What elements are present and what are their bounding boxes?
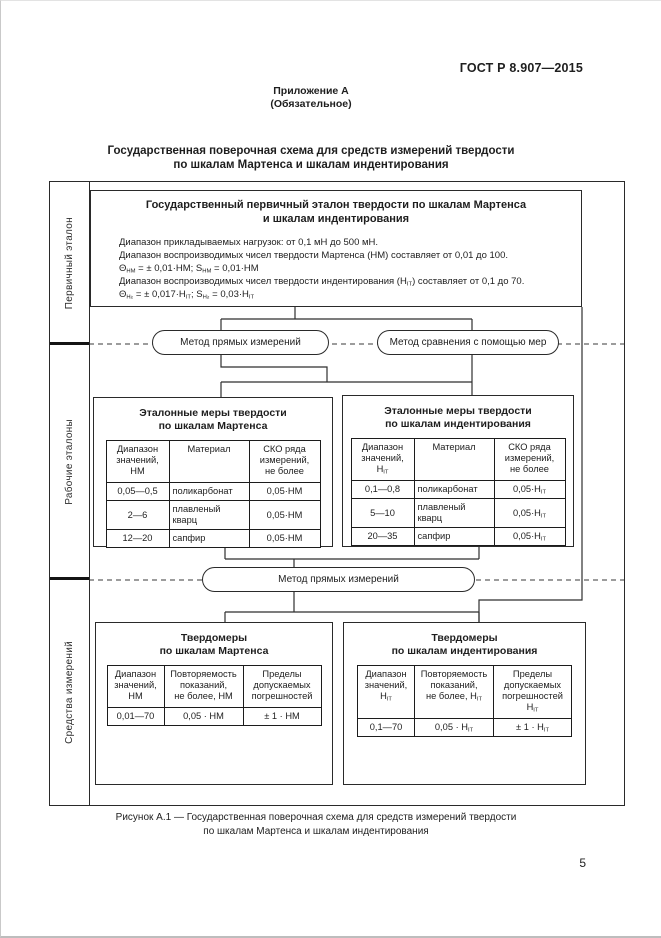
cell-material: поликарбонат <box>413 480 495 499</box>
method-label: Метод прямых измерений <box>278 574 399 585</box>
header-material: Материал <box>168 440 250 483</box>
cell-material: сапфир <box>168 529 250 548</box>
cell-error-limits: ± 1 · HM <box>242 707 322 726</box>
group-title: Твердомеры по шкалам Мартенса <box>159 632 269 657</box>
cell-range: 0,1—70 <box>357 718 415 737</box>
header-repeatability: Повторяемость показаний, не более, HIT <box>414 665 494 719</box>
header-range: Диапазон значений, HM <box>105 440 170 483</box>
page-number: 5 <box>579 856 586 870</box>
header-range: Диапазон значений, HIT <box>350 438 415 481</box>
method-label: Метод прямых измерений <box>180 337 301 348</box>
method-oval-direct-1: Метод прямых измерений <box>152 330 329 355</box>
annex-type-label: (Обязательное) <box>270 98 352 110</box>
table-row: 20—35 сапфир 0,05·HIT <box>350 527 566 546</box>
cell-material: плавленый кварц <box>168 500 250 530</box>
cell-repeatability: 0,05 · HIT <box>414 718 494 737</box>
cell-sko: 0,05·HM <box>248 500 321 530</box>
cell-range: 12—20 <box>105 529 170 548</box>
table-header-row: Диапазон значений, HM Повторяемость пока… <box>106 665 322 708</box>
standard-measures-martens-table: Диапазон значений, HM Материал СКО ряда … <box>105 440 321 548</box>
field-label-instruments: Средства измерений <box>64 641 75 744</box>
hardness-testers-martens-box: Твердомеры по шкалам Мартенса Диапазон з… <box>95 622 333 785</box>
annex-label: Приложение А <box>273 85 349 97</box>
table-row: 12—20 сапфир 0,05·HM <box>105 529 321 548</box>
field-label-primary: Первичный эталон <box>64 216 75 310</box>
table-row: 2—6 плавленый кварц 0,05·HM <box>105 500 321 530</box>
field-column-separator <box>89 182 90 805</box>
cell-range: 20—35 <box>350 527 415 546</box>
field-cell-working: Рабочие эталоны <box>50 344 89 579</box>
cell-sko: 0,05·HM <box>248 529 321 548</box>
method-oval-comparison: Метод сравнения с помощью мер <box>377 330 559 355</box>
cell-range: 0,1—0,8 <box>350 480 415 499</box>
standard-measures-indentation-table: Диапазон значений, HIT Материал СКО ряда… <box>350 438 566 546</box>
field-label-working: Рабочие эталоны <box>64 418 75 505</box>
connector-measures-to-method <box>224 547 480 568</box>
hardness-testers-indentation-box: Твердомеры по шкалам индентирования Диап… <box>343 622 586 785</box>
table-header-row: Диапазон значений, HIT Повторяемость пок… <box>357 665 572 719</box>
table-header-row: Диапазон значений, HM Материал СКО ряда … <box>105 440 321 483</box>
cell-range: 0,01—70 <box>106 707 165 726</box>
cell-sko: 0,05·HM <box>248 482 321 501</box>
cell-range: 5—10 <box>350 498 415 528</box>
table-row: 5—10 плавленый кварц 0,05·HIT <box>350 498 566 528</box>
header-material: Материал <box>413 438 495 481</box>
spec-line-hm-range: Диапазон воспроизводимых чисел твердости… <box>119 250 509 261</box>
table-row: 0,05—0,5 поликарбонат 0,05·HM <box>105 482 321 501</box>
cell-material: сапфир <box>413 527 495 546</box>
verification-scheme-diagram: Первичный эталон Рабочие эталоны Средств… <box>49 181 625 806</box>
spec-line-hit-range: Диапазон воспроизводимых чисел твердости… <box>119 276 525 288</box>
field-divider-1 <box>50 342 89 345</box>
scheme-title: Государственная поверочная схема для сре… <box>107 145 515 171</box>
group-title: Эталонные меры твердости по шкалам Марте… <box>139 407 287 432</box>
figure-caption: Рисунок А.1 — Государственная поверочная… <box>115 812 517 837</box>
cell-range: 0,05—0,5 <box>105 482 170 501</box>
connector-methods-to-measures <box>220 354 473 398</box>
hardness-testers-martens-table: Диапазон значений, HM Повторяемость пока… <box>106 665 322 726</box>
field-divider-2 <box>50 577 89 580</box>
spec-line-hm-uncertainty: ΘHM = ± 0,01·HM; SHM = 0,01·HM <box>119 263 259 275</box>
standard-measures-martens-box: Эталонные меры твердости по шкалам Марте… <box>93 397 333 548</box>
group-title: Твердомеры по шкалам индентирования <box>391 632 538 657</box>
primary-standard-title: Государственный первичный эталон твердос… <box>145 199 527 225</box>
hardness-testers-indentation-table: Диапазон значений, HIT Повторяемость пок… <box>357 665 572 737</box>
field-cell-instruments: Средства измерений <box>50 580 89 805</box>
table-header-row: Диапазон значений, HIT Материал СКО ряда… <box>350 438 566 481</box>
spec-line-load-range: Диапазон прикладываемых нагрузок: от 0,1… <box>119 237 379 248</box>
cell-sko: 0,05·HIT <box>493 480 566 499</box>
header-error-limits: Пределы допускаемых погрешностей HIT <box>493 665 572 719</box>
method-label: Метод сравнения с помощью мер <box>389 337 547 348</box>
connector-primary-to-methods <box>220 307 473 331</box>
header-repeatability: Повторяемость показаний, не более, HM <box>163 665 244 708</box>
method-oval-direct-2: Метод прямых измерений <box>202 567 475 592</box>
group-title: Эталонные меры твердости по шкалам инден… <box>384 405 532 430</box>
cell-material: поликарбонат <box>168 482 250 501</box>
spec-line-hit-uncertainty: ΘHᵢₜ = ± 0,017·HIT; SHᵢₜ = 0,03·HIT <box>119 289 255 301</box>
cell-range: 2—6 <box>105 500 170 530</box>
table-row: 0,01—70 0,05 · HM ± 1 · HM <box>106 707 322 726</box>
cell-material: плавленый кварц <box>413 498 495 528</box>
table-row: 0,1—0,8 поликарбонат 0,05·HIT <box>350 480 566 499</box>
connector-method-to-testers <box>224 592 480 623</box>
cell-error-limits: ± 1 · HIT <box>493 718 572 737</box>
standard-measures-indentation-box: Эталонные меры твердости по шкалам инден… <box>342 395 574 547</box>
cell-repeatability: 0,05 · HM <box>163 707 244 726</box>
header-sko: СКО ряда измерений, не более <box>248 440 321 483</box>
primary-standard-block: Государственный первичный эталон твердос… <box>90 190 582 307</box>
field-cell-primary: Первичный эталон <box>50 182 89 344</box>
cell-sko: 0,05·HIT <box>493 527 566 546</box>
table-row: 0,1—70 0,05 · HIT ± 1 · HIT <box>357 718 572 737</box>
header-sko: СКО ряда измерений, не более <box>493 438 566 481</box>
standard-number: ГОСТ Р 8.907—2015 <box>459 61 583 75</box>
header-range: Диапазон значений, HIT <box>357 665 415 719</box>
header-error-limits: Пределы допускаемых погрешностей <box>242 665 322 708</box>
cell-sko: 0,05·HIT <box>493 498 566 528</box>
header-range: Диапазон значений, HM <box>106 665 165 708</box>
